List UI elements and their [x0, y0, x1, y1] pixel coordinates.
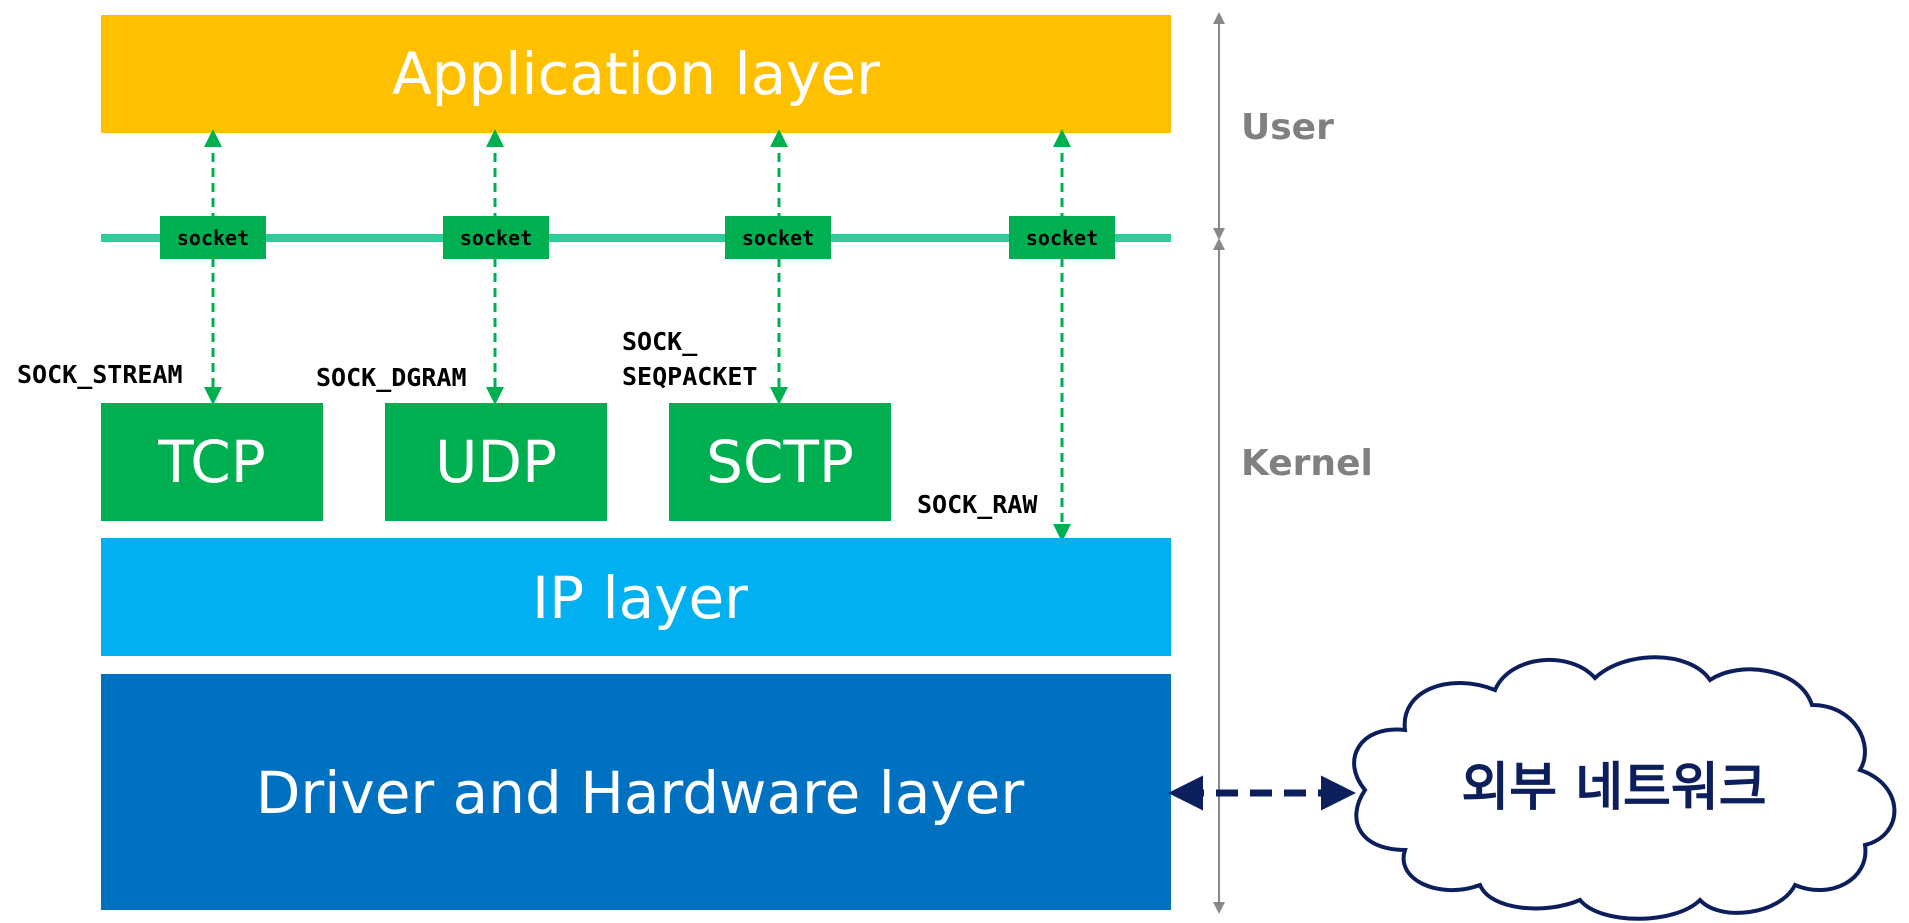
udp-label: UDP: [435, 428, 557, 496]
socket-label: socket: [1026, 226, 1098, 250]
cloud-icon: 외부 네트워크: [1352, 655, 1897, 921]
socket-label: socket: [742, 226, 814, 250]
external-network-label: 외부 네트워크: [1461, 758, 1766, 818]
tcp-box: TCP: [101, 403, 323, 521]
socket-box-4: socket: [1009, 216, 1115, 259]
sock-stream-label: SOCK_STREAM: [17, 360, 183, 389]
socket-label: socket: [460, 226, 532, 250]
tcp-label: TCP: [157, 428, 266, 496]
kernel-label: Kernel: [1241, 443, 1373, 484]
socket-box-1: socket: [160, 216, 266, 259]
sctp-box: SCTP: [669, 403, 891, 521]
socket-label: socket: [177, 226, 249, 250]
sock-dgram-label: SOCK_DGRAM: [316, 363, 467, 392]
udp-box: UDP: [385, 403, 607, 521]
driver-hardware-layer: Driver and Hardware layer: [101, 674, 1171, 910]
sock-raw-label: SOCK_RAW: [917, 490, 1038, 519]
sctp-label: SCTP: [706, 428, 854, 496]
application-layer: Application layer: [101, 15, 1171, 133]
driver-hardware-layer-label: Driver and Hardware layer: [256, 759, 1025, 827]
socket-box-3: socket: [725, 216, 831, 259]
user-label: User: [1241, 107, 1334, 148]
sock-seqpacket-label-line1: SOCK_: [622, 327, 698, 356]
application-layer-label: Application layer: [392, 40, 880, 108]
socket-arrows: [204, 129, 1071, 542]
sock-seqpacket-label-line2: SEQPACKET: [622, 362, 757, 391]
socket-box-2: socket: [443, 216, 549, 259]
ip-layer-label: IP layer: [532, 564, 748, 632]
ip-layer: IP layer: [101, 538, 1171, 656]
